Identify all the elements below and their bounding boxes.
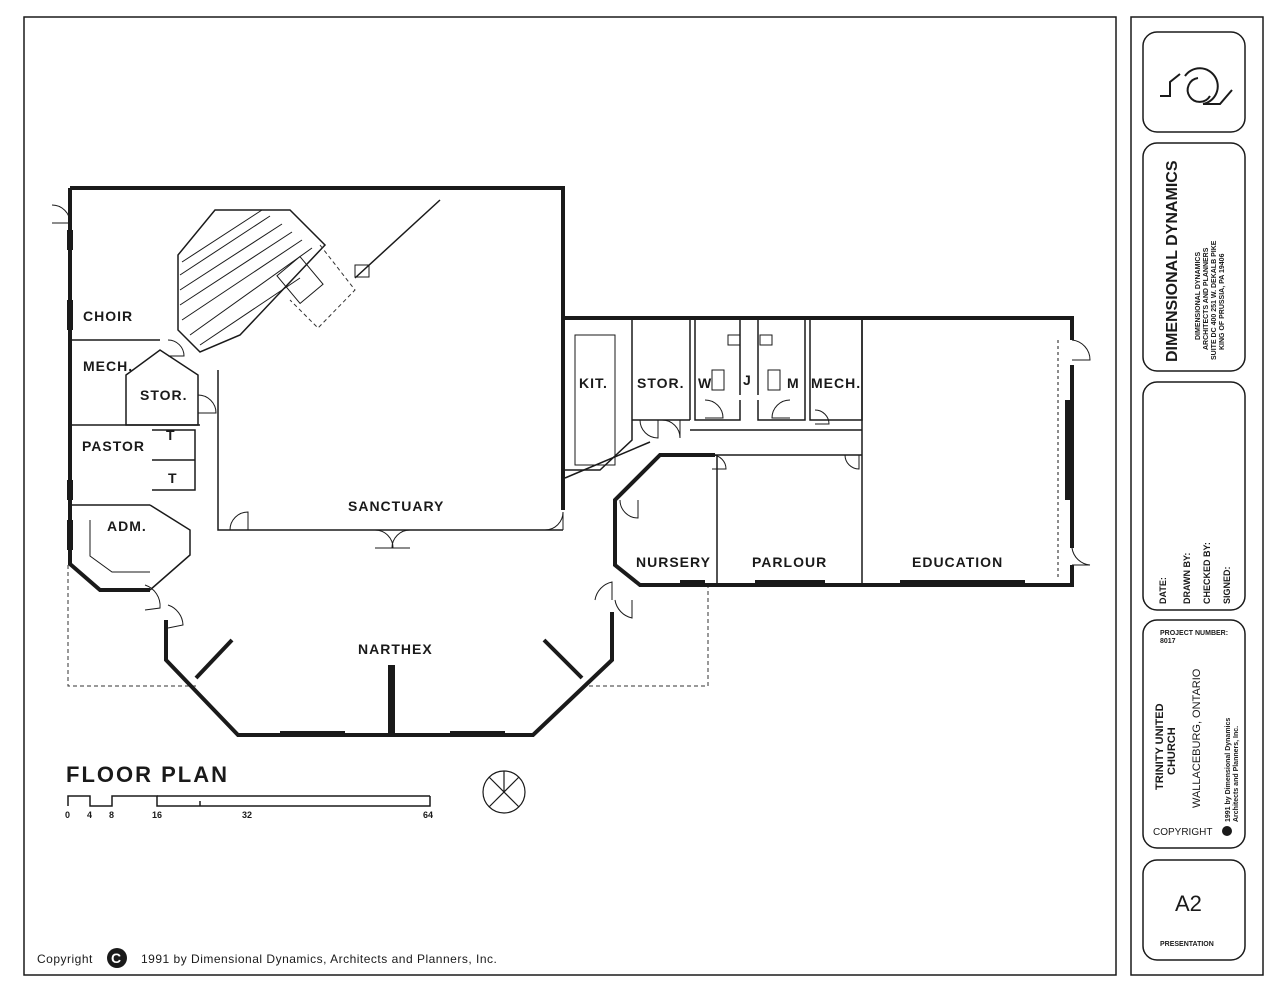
west-exterior-wall — [68, 188, 150, 592]
project-location: WALLACEBURG, ONTARIO — [1191, 668, 1203, 808]
copyright-symbol-letter: C — [111, 950, 121, 966]
adm-east-wall — [149, 504, 191, 591]
project-name-line-1: TRINITY UNITED — [1154, 703, 1166, 790]
room-label-t-lower: T — [168, 470, 178, 486]
project-number: 8017 — [1160, 638, 1176, 645]
door-swings — [51, 204, 1091, 629]
room-label-sanctuary: SANCTUARY — [348, 498, 444, 514]
room-label-mech-left: MECH. — [83, 358, 133, 374]
narthex-center-column — [388, 665, 395, 735]
firm-line-3: SUITE DC 400 251 W. DEKALB PIKE — [1211, 240, 1218, 360]
scale-label-4: 4 — [87, 810, 92, 820]
firm-name: DIMENSIONAL DYNAMICS — [1164, 160, 1181, 362]
narthex-wall-diag-right — [542, 638, 584, 680]
project-number-label: PROJECT NUMBER: — [1160, 630, 1228, 637]
chancel-platform — [177, 209, 370, 353]
room-label-stor-right: STOR. — [637, 375, 685, 391]
project-name-line-2: CHURCH — [1166, 727, 1178, 775]
north-exterior-wall — [70, 186, 565, 510]
firm-logo-icon — [1160, 67, 1233, 105]
scale-label-16: 16 — [152, 810, 162, 820]
room-label-stor-left: STOR. — [140, 387, 188, 403]
drawn-by-label: DRAWN BY: — [1182, 553, 1192, 604]
east-wing-south-wall — [613, 453, 1074, 587]
floor-plan: CHOIR MECH. STOR. PASTOR T T ADM. SANCTU… — [51, 186, 1091, 737]
room-label-j: J — [743, 372, 752, 388]
title-block-border — [1130, 16, 1264, 976]
firm-line-4: KING OF PRUSSIA, PA 19406 — [1219, 253, 1226, 350]
room-label-narthex: NARTHEX — [358, 641, 433, 657]
signed-label: SIGNED: — [1222, 566, 1232, 604]
room-label-mech-right: MECH. — [811, 375, 861, 391]
room-label-pastor: PASTOR — [82, 438, 145, 454]
sheet-box — [1142, 859, 1246, 961]
sheet-number: A2 — [1175, 891, 1202, 916]
checked-by-label: CHECKED BY: — [1202, 542, 1212, 604]
plan-title: FLOOR PLAN — [66, 762, 229, 787]
scale-label-64: 64 — [423, 810, 433, 820]
copyright-text: 1991 by Dimensional Dynamics, Architects… — [141, 952, 497, 966]
copyright-symbol-icon: C — [107, 948, 127, 968]
sheet-label: PRESENTATION — [1160, 941, 1214, 948]
room-label-kit: KIT. — [579, 375, 608, 391]
scale-label-0: 0 — [65, 810, 70, 820]
canopy-left-outline — [67, 565, 196, 687]
firm-line-2: ARCHITECTS AND PLANNERS — [1203, 247, 1210, 350]
signoff-box — [1142, 381, 1246, 611]
drawing-border — [23, 16, 1117, 976]
firm-box — [1142, 142, 1246, 372]
adm-counter — [89, 520, 150, 573]
copyright-dot-icon — [1222, 826, 1232, 836]
room-label-t-upper: T — [166, 427, 176, 443]
scale-label-8: 8 — [109, 810, 114, 820]
copyright-note-1: 1991 by Dimensional Dynamics — [1225, 718, 1232, 822]
room-label-adm: ADM. — [107, 518, 147, 534]
room-label-m: M — [787, 375, 800, 391]
narthex-wall-diag-left — [194, 638, 234, 680]
stor-room-walls — [125, 349, 199, 426]
canopy-right-outline — [582, 585, 709, 687]
title-block: DIMENSIONAL DYNAMICS DIMENSIONAL DYNAMIC… — [1142, 31, 1246, 961]
north-arrow-icon — [482, 770, 526, 814]
corridor-wall-lower — [564, 441, 651, 479]
copyright-prefix: Copyright — [37, 952, 93, 966]
kitchen-counter — [574, 334, 616, 466]
date-label: DATE: — [1158, 577, 1168, 604]
narthex-walls — [164, 612, 614, 737]
sanctuary-south-wall — [217, 370, 563, 531]
copyright-note-2: Architects and Planners, Inc. — [1233, 726, 1240, 822]
room-label-parlour: PARLOUR — [752, 554, 827, 570]
room-label-nursery: NURSERY — [636, 554, 711, 570]
room-label-education: EDUCATION — [912, 554, 1003, 570]
kitchen-walls — [563, 320, 633, 471]
copyright-label: COPYRIGHT — [1153, 827, 1212, 838]
scale-label-32: 32 — [242, 810, 252, 820]
sanctuary-diag-wall — [354, 199, 441, 279]
project-box — [1142, 619, 1246, 849]
logo-box — [1142, 31, 1246, 133]
scale-bar: 0 4 8 16 32 64 — [65, 795, 433, 820]
east-wing-north-wall — [563, 316, 1074, 340]
room-label-choir: CHOIR — [83, 308, 133, 324]
firm-line-1: DIMENSIONAL DYNAMICS — [1195, 252, 1202, 340]
room-label-w: W — [698, 375, 712, 391]
